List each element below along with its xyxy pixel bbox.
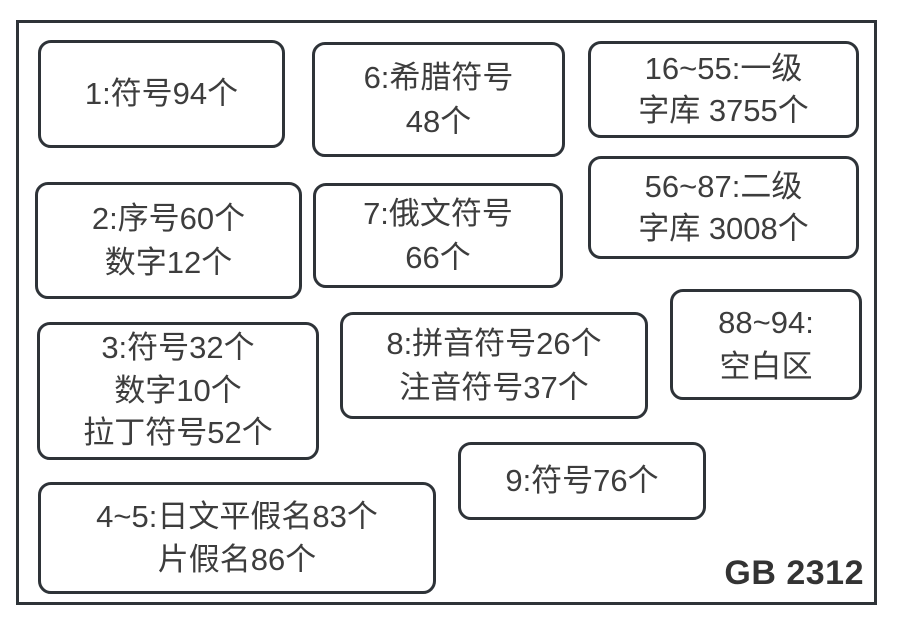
- region-box-area-7: 7:俄文符号 66个: [313, 183, 563, 288]
- region-box-area-88-94: 88~94: 空白区: [670, 289, 862, 400]
- region-box-area-1: 1:符号94个: [38, 40, 285, 148]
- region-box-area-4-5: 4~5:日文平假名83个 片假名86个: [38, 482, 436, 594]
- region-box-area-16-55: 16~55:一级 字库 3755个: [588, 41, 859, 138]
- region-box-area-3: 3:符号32个 数字10个 拉丁符号52个: [37, 322, 319, 460]
- region-box-area-2: 2:序号60个 数字12个: [35, 182, 302, 299]
- region-box-area-56-87: 56~87:二级 字库 3008个: [588, 156, 859, 259]
- region-box-area-6: 6:希腊符号 48个: [312, 42, 565, 157]
- region-box-area-8: 8:拼音符号26个 注音符号37个: [340, 312, 648, 419]
- region-box-area-9: 9:符号76个: [458, 442, 706, 520]
- diagram-title: GB 2312: [724, 554, 864, 592]
